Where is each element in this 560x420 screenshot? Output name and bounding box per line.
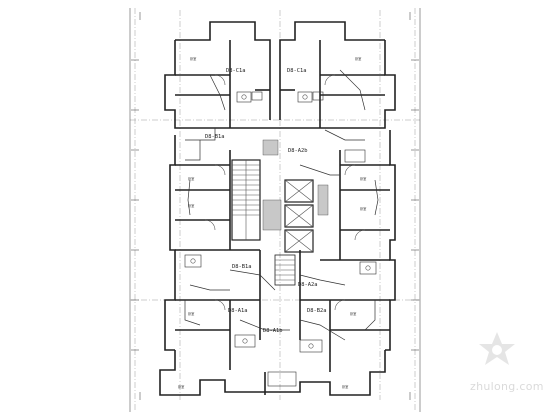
central-core (231, 139, 329, 286)
room-label: 卧室 (190, 56, 196, 61)
room-label: 卧室 (342, 384, 348, 389)
unit-label-a1a: D8-A1a (228, 308, 247, 314)
unit-label-a1b: D8-A1b (263, 328, 282, 334)
doors (204, 74, 366, 311)
room-label: 卧室 (178, 384, 184, 389)
fixtures (184, 91, 377, 387)
room-labels: 卧室 卧室 卧室 卧室 卧室 卧室 卧室 卧室 卧室 卧室 (178, 56, 366, 389)
room-label: 卧室 (355, 56, 361, 61)
axis-ticks (131, 12, 419, 400)
wiring (184, 69, 379, 341)
watermark-text: zhulong.com (470, 380, 544, 393)
unit-label-b1a-lower: D8-B1a (232, 264, 251, 270)
unit-label-c1a-right: D8-C1a (287, 68, 306, 74)
unit-label-c1a-left: D8-C1a (226, 68, 245, 74)
room-label: 卧室 (360, 206, 366, 211)
room-label: 卧室 (188, 203, 194, 208)
room-label: 卧室 (188, 311, 194, 316)
unit-label-a2a: D8-A2a (298, 282, 317, 288)
interior-walls (175, 40, 390, 372)
unit-labels: D8-C1a D8-C1a D8-A2b D8-B1a D8-B1a D8-A2… (205, 68, 326, 334)
room-label: 卧室 (350, 311, 356, 316)
watermark: zhulong.com (470, 332, 544, 393)
room-label: 卧室 (360, 176, 366, 181)
unit-label-a2b: D8-A2b (288, 148, 307, 154)
room-label: 卧室 (188, 176, 194, 181)
unit-label-b1a-upper: D8-B1a (205, 134, 224, 140)
watermark-logo-icon (479, 332, 515, 365)
unit-label-b2a: D8-B2a (307, 308, 326, 314)
